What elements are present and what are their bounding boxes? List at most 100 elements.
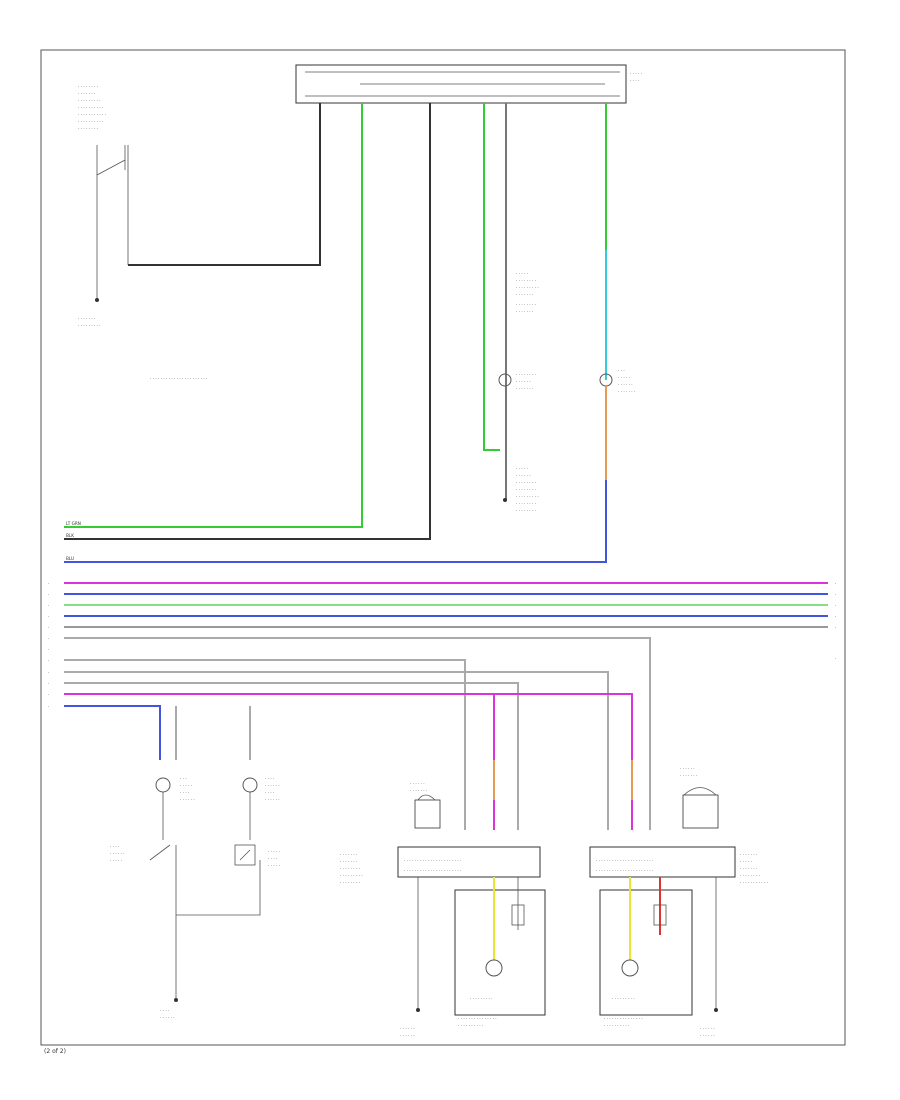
svg-text:· · · · · · · ·: · · · · · · · · xyxy=(516,302,536,307)
svg-text:·: · xyxy=(48,670,49,675)
svg-text:· · · · · · · · · · ·: · · · · · · · · · · · xyxy=(78,112,106,117)
svg-text:· · · · · · · · · ·: · · · · · · · · · · xyxy=(458,1023,483,1028)
svg-text:· · · · ·: · · · · · xyxy=(110,858,122,863)
bus-gray-3 xyxy=(64,659,466,830)
svg-text:· · · · · · ·: · · · · · · · xyxy=(740,852,757,857)
svg-text:· · · · · · ·: · · · · · · · xyxy=(78,91,95,96)
svg-text:· · · · · · · ·: · · · · · · · · xyxy=(516,372,536,377)
svg-text:· · · · · ·: · · · · · · xyxy=(680,766,695,771)
svg-text:· · · · · · · · ·: · · · · · · · · · xyxy=(516,285,539,290)
wire-black-main xyxy=(64,103,431,540)
svg-text:·: · xyxy=(835,581,836,586)
right-lamp-label: · · · · · · · · · · · · · · · · · · · · … xyxy=(618,368,635,394)
svg-text:· · · · · ·: · · · · · · xyxy=(618,382,633,387)
bus-gray-2 xyxy=(64,637,651,830)
bus-blue-3 xyxy=(64,705,161,760)
svg-text:· · · · · · · · ·: · · · · · · · · · xyxy=(78,98,101,103)
svg-text:· · · · · · ·: · · · · · · · xyxy=(680,773,697,778)
bottom-left-lamp-labels: · · · · · · · · · · · · · · · · · · · · … xyxy=(180,776,280,802)
svg-text:· · · · · · · · · · ·: · · · · · · · · · · · xyxy=(740,880,768,885)
left-bus-labels: LT GRN BLK BLU xyxy=(66,521,81,561)
svg-text:· · · · · ·: · · · · · · xyxy=(265,783,280,788)
svg-text:· · · · ·: · · · · · xyxy=(268,863,280,868)
svg-text:· · · · · · · · ·: · · · · · · · · · xyxy=(340,873,363,878)
svg-text:· · · · · ·: · · · · · · xyxy=(410,781,425,786)
left-puddle-lamp-box xyxy=(454,889,546,1016)
svg-text:· · · ·: · · · · xyxy=(268,856,277,861)
middle-note: · · · · · · · · · · · · · · · · · · · · … xyxy=(150,376,207,381)
bus-gray-4 xyxy=(64,671,609,830)
svg-text:· · · · · · · ·: · · · · · · · · xyxy=(340,880,360,885)
right-door-module-pins: · · · · · · · · · · · · · · · · · · · · … xyxy=(596,858,653,873)
bus-pink-3 xyxy=(470,693,495,830)
svg-text:·: · xyxy=(48,581,49,586)
wire-black-switch xyxy=(128,103,321,266)
svg-text:· · · · · · · · · · · · · · ·: · · · · · · · · · · · · · · · · · · · · … xyxy=(404,868,461,873)
left-door-module xyxy=(397,846,541,878)
svg-text:· · · · · ·: · · · · · · xyxy=(160,1015,175,1020)
svg-text:· · · · · · · · · · · · · · ·: · · · · · · · · · · · · · · · xyxy=(604,1016,643,1021)
left-door-module-label: · · · · · · · · · · · · · · · · · · · · … xyxy=(340,852,363,885)
svg-text:·: · xyxy=(48,636,49,641)
svg-text:· · · · · · ·: · · · · · · · xyxy=(340,859,357,864)
left-bus-markers: · · · · · · · · · · · · xyxy=(48,581,49,709)
svg-text:·: · xyxy=(835,625,836,630)
svg-text:BLK: BLK xyxy=(66,533,74,538)
svg-text:· · · · · · ·: · · · · · · · xyxy=(516,386,533,391)
left-bottom-lamp-icon xyxy=(155,777,171,793)
right-door-module-label: · · · · · · · · · · · · · · · · · · · · … xyxy=(740,852,768,885)
svg-text:· · · · ·: · · · · · xyxy=(740,859,752,864)
svg-text:· · · · · · · · · · · · · · ·: · · · · · · · · · · · · · · · xyxy=(458,1016,497,1021)
svg-text:· · · · · · · · · · · · · · ·: · · · · · · · · · · · · · · · · · · · · … xyxy=(596,868,653,873)
svg-text:·: · xyxy=(48,625,49,630)
top-left-switch: · · · · · · · · · · · · · · · · xyxy=(78,145,129,328)
svg-text:·: · xyxy=(835,592,836,597)
svg-text:·: · xyxy=(48,681,49,686)
right-bus-markers: · · · · · · xyxy=(835,581,836,661)
svg-text:· · · · · · · ·: · · · · · · · · xyxy=(516,508,536,513)
svg-text:· · · · · · · ·: · · · · · · · · xyxy=(516,480,536,485)
svg-text:· · · · · · · · · · · · · · ·: · · · · · · · · · · · · · · · · · · · · … xyxy=(404,858,461,863)
svg-text:·: · xyxy=(48,692,49,697)
wire-green-courtesy xyxy=(483,103,500,451)
left-door-module-pins: · · · · · · · · · · · · · · · · · · · · … xyxy=(404,858,461,873)
diagram-frame xyxy=(40,49,846,1046)
right-bottom-lamp-icon xyxy=(242,777,258,793)
svg-text:· · · · · · ·: · · · · · · · xyxy=(516,292,533,297)
bus-pink-2 xyxy=(64,693,633,830)
svg-text:· · ·: · · · xyxy=(618,368,625,373)
svg-text:· · · · ·: · · · · · xyxy=(618,375,630,380)
svg-text:· · · · · · · ·: · · · · · · · · xyxy=(340,866,360,871)
svg-text:· · · ·: · · · · xyxy=(160,1008,169,1013)
svg-text:·: · xyxy=(48,614,49,619)
svg-text:· · · ·: · · · · xyxy=(630,78,639,83)
svg-text:· · · ·: · · · · xyxy=(265,790,274,795)
svg-text:· · · · · · · ·: · · · · · · · · xyxy=(516,501,536,506)
svg-text:· · · ·: · · · · xyxy=(265,776,274,781)
bus-gray-5 xyxy=(64,682,519,830)
svg-text:· · · · · ·: · · · · · · xyxy=(700,1033,715,1038)
svg-text:· · ·: · · · xyxy=(180,776,187,781)
svg-text:· · · · · · · · ·: · · · · · · · · · xyxy=(516,494,539,499)
svg-text:· · · · · · · · · · · · · · ·: · · · · · · · · · · · · · · · · · · · · … xyxy=(596,858,653,863)
courtesy-lamp-label: · · · · · · · · · · · · · · · · · · · · … xyxy=(516,271,539,513)
svg-text:·: · xyxy=(48,658,49,663)
svg-text:· · · · · ·: · · · · · · xyxy=(516,473,531,478)
svg-text:· · · · · · ·: · · · · · · · xyxy=(516,309,533,314)
svg-text:LT GRN: LT GRN xyxy=(66,521,81,526)
svg-text:· · · · · · · · · ·: · · · · · · · · · · xyxy=(604,1023,629,1028)
svg-text:· · · · · · · · ·: · · · · · · · · · xyxy=(470,996,493,1001)
svg-text:· · · · ·: · · · · · xyxy=(516,466,528,471)
svg-text:· · · · · · · · ·: · · · · · · · · · xyxy=(612,996,635,1001)
svg-text:· · · · · · ·: · · · · · · · xyxy=(618,389,635,394)
wire-right-blue xyxy=(64,480,607,563)
right-puddle-lamp-box xyxy=(599,889,693,1016)
svg-text:· · · · · ·: · · · · · · xyxy=(180,797,195,802)
svg-text:· · · · · ·: · · · · · · xyxy=(400,1026,415,1031)
footer-code: (2 of 2) xyxy=(44,1048,66,1055)
svg-text:·: · xyxy=(48,592,49,597)
svg-text:· · · · · · · · ·: · · · · · · · · · xyxy=(78,323,101,328)
svg-text:· · · · · ·: · · · · · · xyxy=(400,1033,415,1038)
svg-text:· · · · · · · ·: · · · · · · · · xyxy=(740,873,760,878)
